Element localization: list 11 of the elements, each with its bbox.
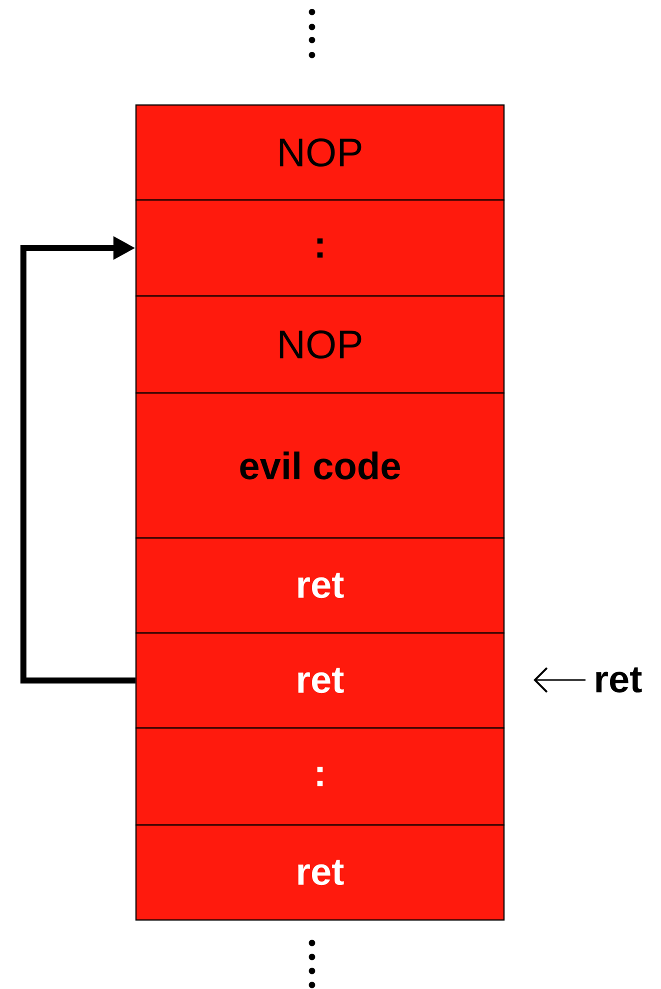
pointer-arrow — [534, 667, 586, 693]
stack-cell: : — [135, 727, 505, 826]
stack-cell: NOP — [135, 295, 505, 394]
stack-cell: ret — [135, 824, 505, 921]
loop-arrow — [20, 236, 136, 684]
stack-cell: NOP — [135, 104, 505, 201]
pointer-label: ret — [596, 667, 642, 693]
stack-cell: ret — [135, 632, 505, 729]
stack-cell: : — [135, 199, 505, 297]
stack-cell: evil code — [135, 392, 505, 539]
stack-cell: ret — [135, 537, 505, 634]
